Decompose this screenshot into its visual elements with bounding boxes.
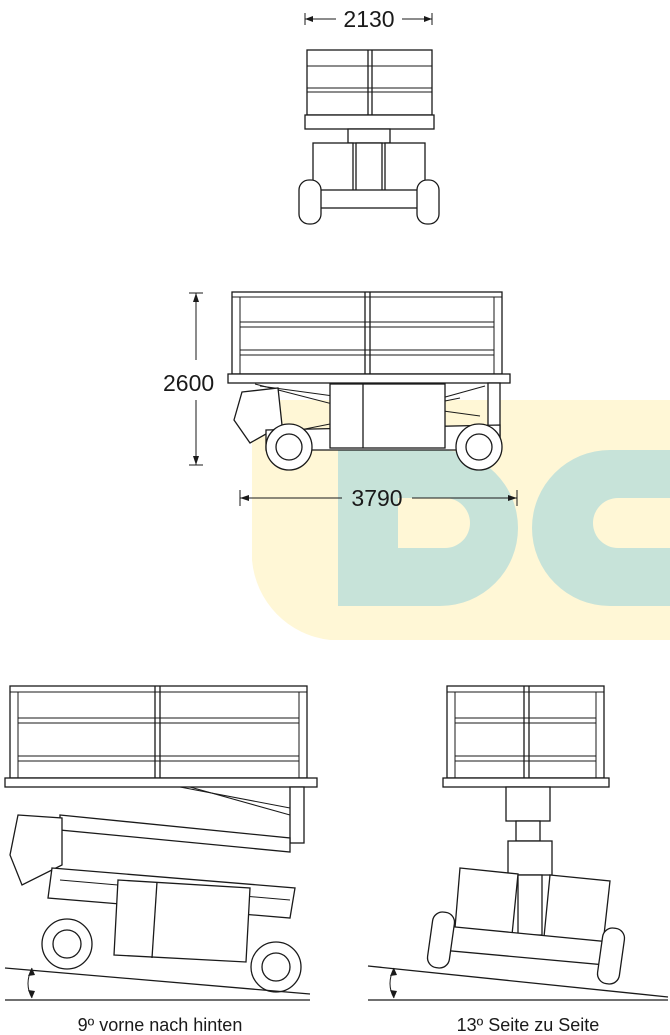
slope-front-back-view: 9º vorne nach hinten <box>4 685 318 1035</box>
slope-side-side-view: 13º Seite zu Seite <box>367 685 669 1035</box>
watermark-teal-letter-c <box>532 450 670 606</box>
width-dimension: 2130 <box>304 6 433 32</box>
length-dimension: 3790 <box>239 485 518 511</box>
width-label: 2130 <box>343 6 394 32</box>
height-dimension: 2600 <box>163 292 214 466</box>
watermark-teal-letter-d <box>338 450 518 606</box>
watermark-logo <box>252 400 670 640</box>
side-view: 2600 3790 <box>163 291 518 511</box>
length-label: 3790 <box>351 485 402 511</box>
slope-side-side-label: 13º Seite zu Seite <box>457 1015 600 1035</box>
height-label: 2600 <box>163 370 214 396</box>
slope-front-back-label: 9º vorne nach hinten <box>78 1015 243 1035</box>
front-view: 2130 <box>298 6 440 225</box>
